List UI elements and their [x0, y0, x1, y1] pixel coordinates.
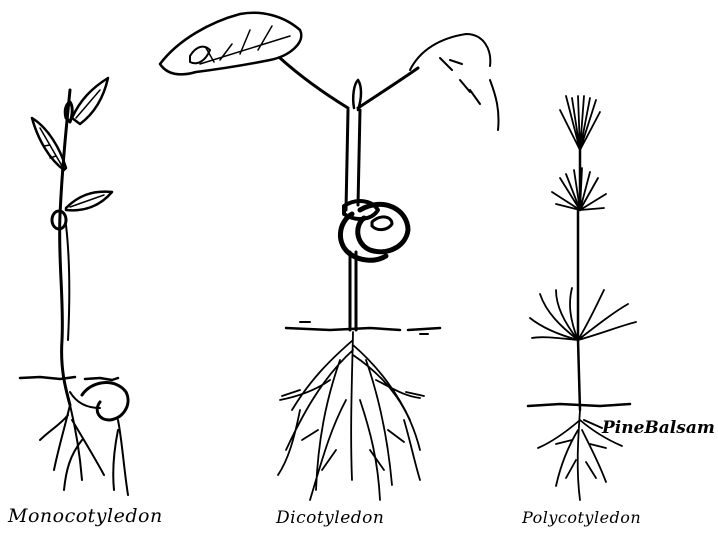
polycotyledon-label: Polycotyledon — [522, 508, 641, 527]
dico-petiole-right — [358, 68, 418, 108]
dico-stem — [346, 110, 360, 210]
pine-balsam-label: PineBalsam — [602, 418, 715, 438]
dico-roots — [278, 332, 424, 500]
poly-tuft-top — [560, 96, 600, 150]
poly-ground-line — [528, 404, 630, 406]
mono-seed — [82, 383, 128, 420]
dico-leaf-left — [160, 13, 301, 75]
dico-leaf-right — [410, 34, 499, 130]
monocotyledon-seedling — [20, 78, 128, 495]
dico-bud — [353, 80, 361, 110]
poly-stem — [578, 150, 580, 410]
dico-ground-line — [286, 328, 440, 330]
pine-balsam-pointer — [584, 420, 602, 428]
monocotyledon-label: Monocotyledon — [8, 505, 163, 527]
dicotyledon-seedling — [160, 13, 499, 500]
polycotyledon-seedling — [528, 96, 636, 500]
dicotyledon-label: Dicotyledon — [276, 508, 384, 528]
mono-ground-line — [20, 377, 118, 380]
dico-petiole-left — [280, 58, 348, 108]
poly-whorl — [530, 288, 636, 340]
